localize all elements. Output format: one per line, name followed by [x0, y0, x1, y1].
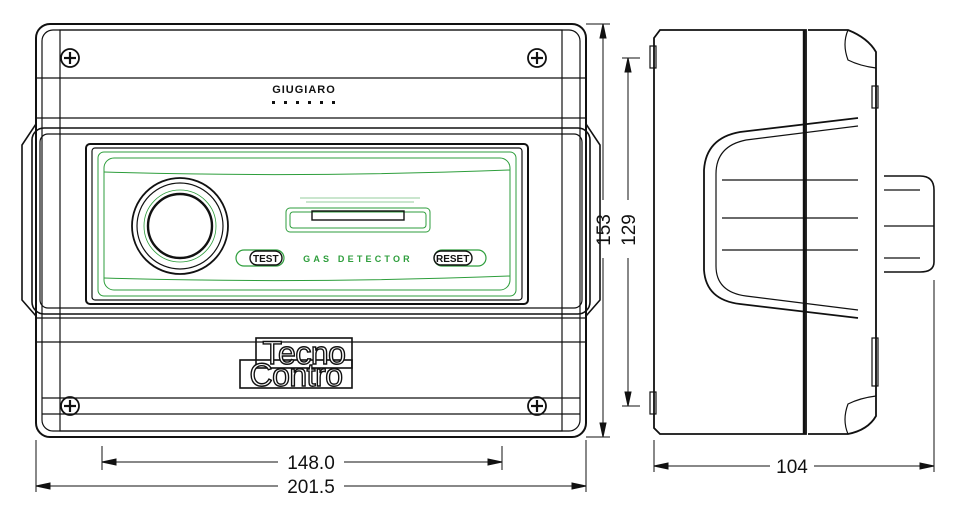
- dimension-outer-height: 153: [594, 214, 615, 246]
- screw-icon: [60, 48, 80, 68]
- panel-label: GAS DETECTOR: [303, 254, 413, 264]
- test-button-label[interactable]: TEST: [253, 254, 279, 265]
- logo-line-2: Contro: [249, 357, 342, 393]
- dimension-inner-height: 129: [619, 214, 640, 246]
- screw-icon: [527, 48, 547, 68]
- dimension-inner-width: 148.0: [287, 453, 335, 474]
- reset-button[interactable]: [433, 249, 487, 267]
- front-view: [21, 23, 601, 438]
- brand-logo-frame: [239, 337, 353, 389]
- side-view: [649, 29, 935, 435]
- brand-top-label: GIUGIARO: [272, 84, 336, 96]
- logo-line-1: Tecno: [263, 335, 346, 371]
- test-button[interactable]: [235, 249, 285, 267]
- brand-underline-dots: [272, 101, 335, 104]
- display-slot: [311, 210, 405, 221]
- sensor-window: [131, 177, 229, 275]
- reset-button-label[interactable]: RESET: [436, 254, 469, 265]
- screw-icon: [527, 396, 547, 416]
- dimension-depth: 104: [776, 457, 808, 478]
- screw-icon: [60, 396, 80, 416]
- dimension-lines: [35, 23, 935, 492]
- display-panel: [97, 151, 517, 297]
- dimension-outer-width: 201.5: [287, 477, 335, 498]
